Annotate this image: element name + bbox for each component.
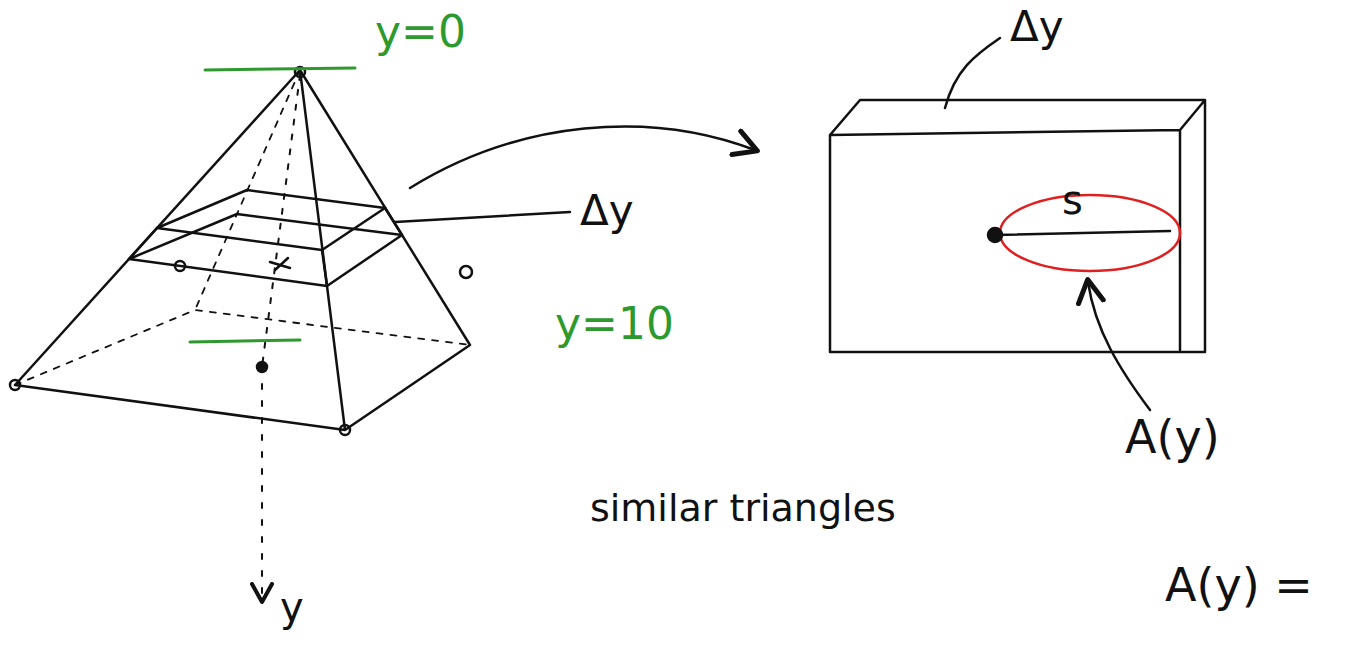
thickness-label: Δy bbox=[580, 188, 634, 234]
level-tick bbox=[190, 340, 300, 342]
zoom-arrow bbox=[410, 126, 755, 188]
slice-top bbox=[157, 190, 385, 250]
level-label: y=10 bbox=[555, 300, 674, 348]
leader-line bbox=[395, 212, 570, 222]
level-tick bbox=[205, 68, 355, 70]
pyramid-edges bbox=[15, 70, 470, 430]
base-center-dot bbox=[257, 362, 267, 372]
slice-dot bbox=[460, 266, 472, 278]
slab-box bbox=[830, 100, 1205, 352]
half-side-label: s bbox=[1062, 178, 1083, 222]
area-label: A(y) bbox=[1125, 412, 1220, 463]
note-text: similar triangles bbox=[590, 488, 896, 530]
half-side bbox=[995, 231, 1170, 235]
thickness-label: Δy bbox=[1010, 4, 1064, 50]
corner-dot bbox=[10, 380, 20, 390]
level-label: y=0 bbox=[375, 8, 466, 56]
slice-sides bbox=[129, 208, 402, 286]
corner-dot bbox=[340, 425, 350, 435]
leader-line bbox=[945, 38, 1000, 108]
axis-label: y bbox=[280, 585, 304, 629]
x-mark bbox=[270, 258, 290, 270]
y-axis bbox=[261, 367, 263, 600]
slice-dot bbox=[175, 261, 185, 271]
hidden-edges bbox=[15, 70, 470, 385]
area-arrow bbox=[1088, 282, 1150, 410]
formula-text: A(y) = bbox=[1165, 560, 1313, 611]
